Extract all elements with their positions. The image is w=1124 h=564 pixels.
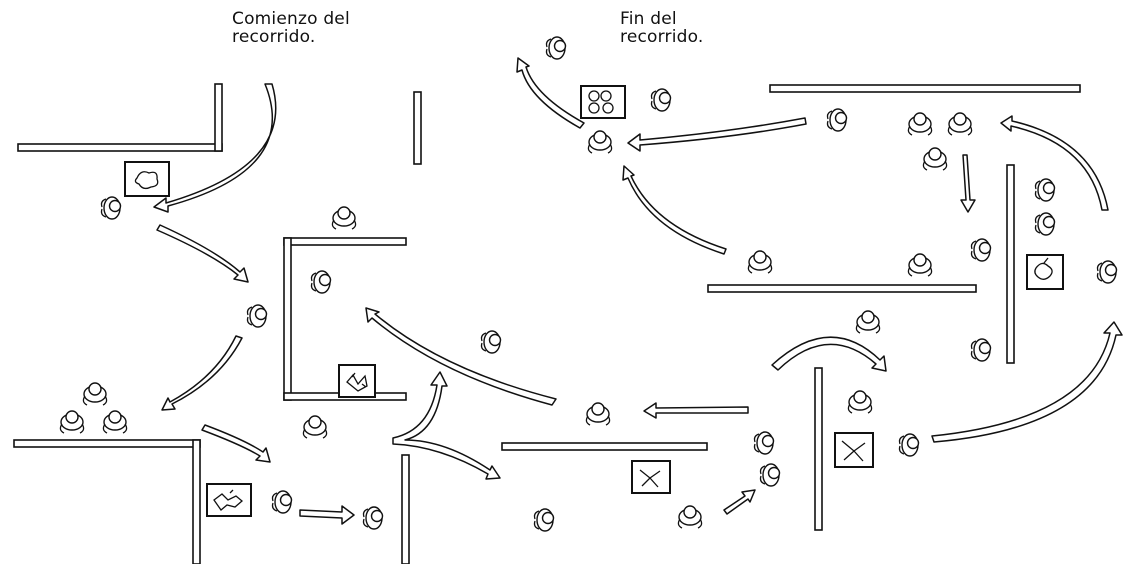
painting-6 bbox=[1027, 255, 1063, 289]
wall-right-horizontal bbox=[708, 285, 976, 292]
arrow-left-corridor bbox=[644, 403, 748, 418]
wall-right-vertical bbox=[1007, 165, 1014, 363]
arrow-bottom-right bbox=[300, 506, 354, 524]
arrow-to-exit bbox=[517, 58, 584, 128]
arrow-down-right bbox=[961, 155, 975, 212]
arrow-over-wall bbox=[772, 337, 886, 371]
wall-top-right bbox=[770, 85, 1080, 92]
arrow-back-to-center bbox=[366, 308, 556, 405]
painting-4 bbox=[632, 461, 670, 493]
arrow-up-to-wall bbox=[724, 490, 755, 514]
painting-3 bbox=[207, 484, 251, 516]
arrow-to-right-room bbox=[932, 322, 1122, 442]
wall-bottom-center bbox=[402, 455, 409, 564]
wall-center-horizontal bbox=[502, 443, 707, 450]
arrow-up-right bbox=[1001, 116, 1108, 210]
wall-top-left-corner bbox=[18, 84, 222, 151]
wall-top-middle bbox=[414, 92, 421, 164]
arrow-to-bottom-room bbox=[202, 425, 270, 462]
painting-7 bbox=[581, 86, 625, 118]
arrow-to-center bbox=[157, 225, 248, 282]
painting-2 bbox=[339, 365, 375, 397]
painting-5 bbox=[835, 433, 873, 467]
painting-1 bbox=[125, 162, 169, 196]
wall-bottom-left-room bbox=[14, 440, 200, 564]
arrow-left-top bbox=[628, 118, 806, 151]
wall-lower-right-vertical bbox=[815, 368, 822, 530]
arrow-center-down bbox=[162, 336, 242, 410]
arrow-up-left bbox=[623, 166, 726, 254]
